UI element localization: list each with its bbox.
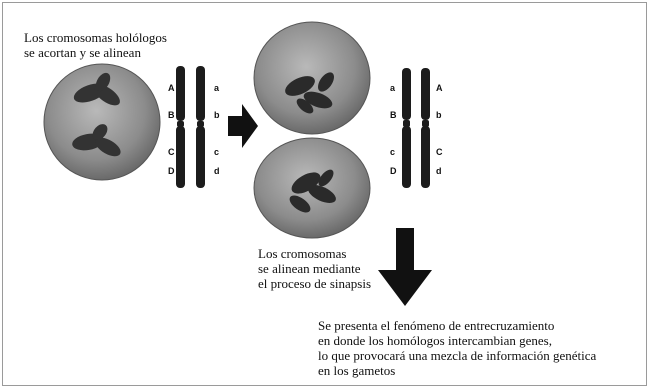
synapsis-chromosomes-icon [289, 169, 336, 213]
chromosome-pair-icon [73, 72, 120, 106]
cell-3 [253, 137, 371, 239]
cell-1 [43, 63, 161, 181]
svg-text:A: A [436, 83, 443, 93]
caption-step2: Los cromosomas se alinean mediante el pr… [258, 246, 372, 291]
svg-text:b: b [214, 110, 220, 120]
arrow-right-icon [228, 104, 258, 148]
svg-text:d: d [436, 166, 442, 176]
svg-text:c: c [214, 147, 219, 157]
homologous-chromosomes-1 [176, 66, 205, 188]
gene-labels-2: a B c D A b C d [390, 83, 443, 176]
synapsis-chromosomes-icon [285, 72, 334, 114]
svg-text:B: B [390, 110, 397, 120]
chromosome-pair-icon [72, 124, 121, 157]
svg-text:a: a [390, 83, 396, 93]
svg-text:c: c [390, 147, 395, 157]
caption-step3: Se presenta el fenómeno de entrecruzamie… [318, 318, 597, 378]
caption-step1: Los cromosomas holólogos se acortan y se… [24, 30, 167, 60]
svg-text:a: a [214, 83, 220, 93]
svg-text:D: D [168, 166, 175, 176]
cell-2 [253, 21, 371, 135]
gene-labels-1: A B C D a b c d [168, 83, 220, 176]
svg-text:D: D [390, 166, 397, 176]
svg-text:b: b [436, 110, 442, 120]
svg-text:A: A [168, 83, 175, 93]
svg-text:C: C [168, 147, 175, 157]
homologous-chromosomes-2 [402, 68, 430, 188]
svg-text:C: C [436, 147, 443, 157]
arrow-down-icon [378, 228, 432, 306]
figure-frame [2, 2, 647, 386]
svg-text:B: B [168, 110, 175, 120]
svg-text:d: d [214, 166, 220, 176]
